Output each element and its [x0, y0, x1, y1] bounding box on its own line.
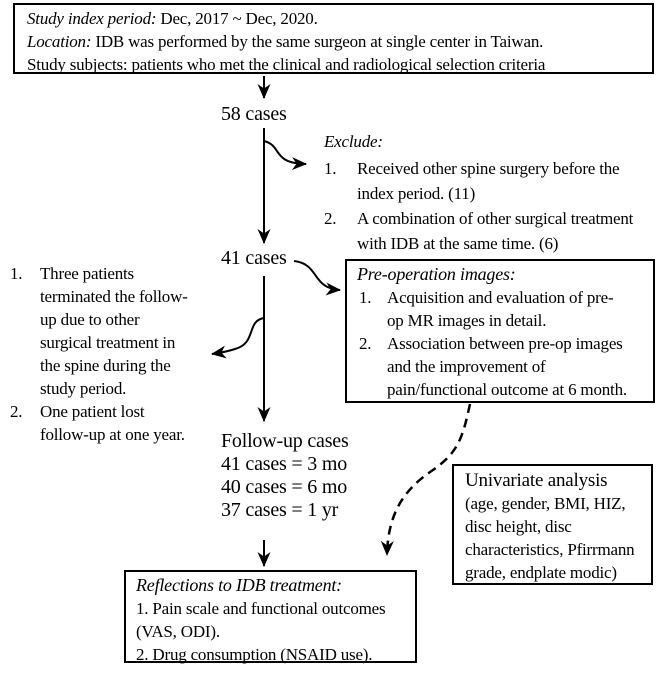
exclude-item-2-text: A combination of other surgical treatmen… [357, 209, 634, 253]
preop-item-1-text: Acquisition and evaluation of pre- op MR… [387, 288, 614, 330]
exclude-item-1: 1. Received other spine surgery before t… [324, 156, 660, 206]
reflections-heading: Reflections to IDB treatment: [136, 575, 342, 595]
exclude-heading: Exclude: [324, 132, 383, 151]
preop-item-2: 2. Association between pre-op images and… [357, 332, 647, 401]
study-summary-box: Study index period: Dec, 2017 ~ Dec, 202… [13, 3, 654, 74]
reflections-box: Reflections to IDB treatment: 1. Pain sc… [124, 570, 417, 664]
dropout-item-2-text: One patient lost follow-up at one year. [40, 402, 185, 444]
preop-heading: Pre-operation images: [357, 264, 516, 284]
preop-item-1: 1. Acquisition and evaluation of pre- op… [357, 286, 647, 332]
preop-images-box: Pre-operation images: 1. Acquisition and… [345, 259, 655, 403]
study-index-period-label: Study index period: [27, 9, 157, 28]
followup-line-3mo: 41 cases = 3 mo [221, 453, 348, 475]
dropout-notes-block: 1. Three patients terminated the follow-… [8, 262, 218, 446]
node-58-cases: 58 cases [221, 103, 287, 125]
location-line: Location: IDB was performed by the same … [27, 30, 642, 53]
univariate-variables-text: (age, gender, BMI, HIZ, disc height, dis… [465, 494, 635, 582]
exclude-block: Exclude: 1. Received other spine surgery… [324, 129, 660, 256]
followup-line-1yr: 37 cases = 1 yr [221, 499, 339, 521]
node-41-cases: 41 cases [221, 247, 287, 269]
study-index-period-line: Study index period: Dec, 2017 ~ Dec, 202… [27, 7, 642, 30]
reflections-text: 1. Pain scale and functional outcomes (V… [136, 599, 386, 664]
arrow-branch-to-dropout-notes [211, 317, 265, 359]
preop-item-2-number: 2. [359, 334, 372, 353]
arrow-branch-to-exclude [263, 140, 307, 171]
preop-item-1-number: 1. [359, 288, 372, 307]
dropout-item-1: 1. Three patients terminated the follow-… [8, 262, 218, 400]
univariate-analysis-box: Univariate analysis (age, gender, BMI, H… [452, 464, 653, 585]
location-value: IDB was performed by the same surgeon at… [91, 32, 544, 51]
followup-block: Follow-up cases 41 cases = 3 mo 40 cases… [221, 430, 349, 522]
dropout-item-1-text: Three patients terminated the follow- up… [40, 264, 188, 398]
followup-line-6mo: 40 cases = 6 mo [221, 476, 348, 498]
study-subjects-line: Study subjects: patients who met the cli… [27, 55, 546, 74]
dropout-item-1-number: 1. [10, 264, 23, 283]
preop-item-2-text: Association between pre-op images and th… [387, 334, 627, 399]
study-index-period-value: Dec, 2017 ~ Dec, 2020. [156, 9, 318, 28]
dropout-item-2: 2. One patient lost follow-up at one yea… [8, 400, 218, 446]
exclude-item-1-text: Received other spine surgery before the … [357, 159, 620, 203]
exclude-item-2: 2. A combination of other surgical treat… [324, 206, 660, 256]
univariate-heading: Univariate analysis [465, 470, 608, 491]
exclude-item-1-number: 1. [324, 159, 337, 178]
followup-heading: Follow-up cases [221, 430, 349, 452]
dropout-item-2-number: 2. [10, 402, 23, 421]
exclude-item-2-number: 2. [324, 209, 337, 228]
arrow-41cases-to-preop-box [293, 260, 341, 296]
location-label: Location: [27, 32, 92, 51]
